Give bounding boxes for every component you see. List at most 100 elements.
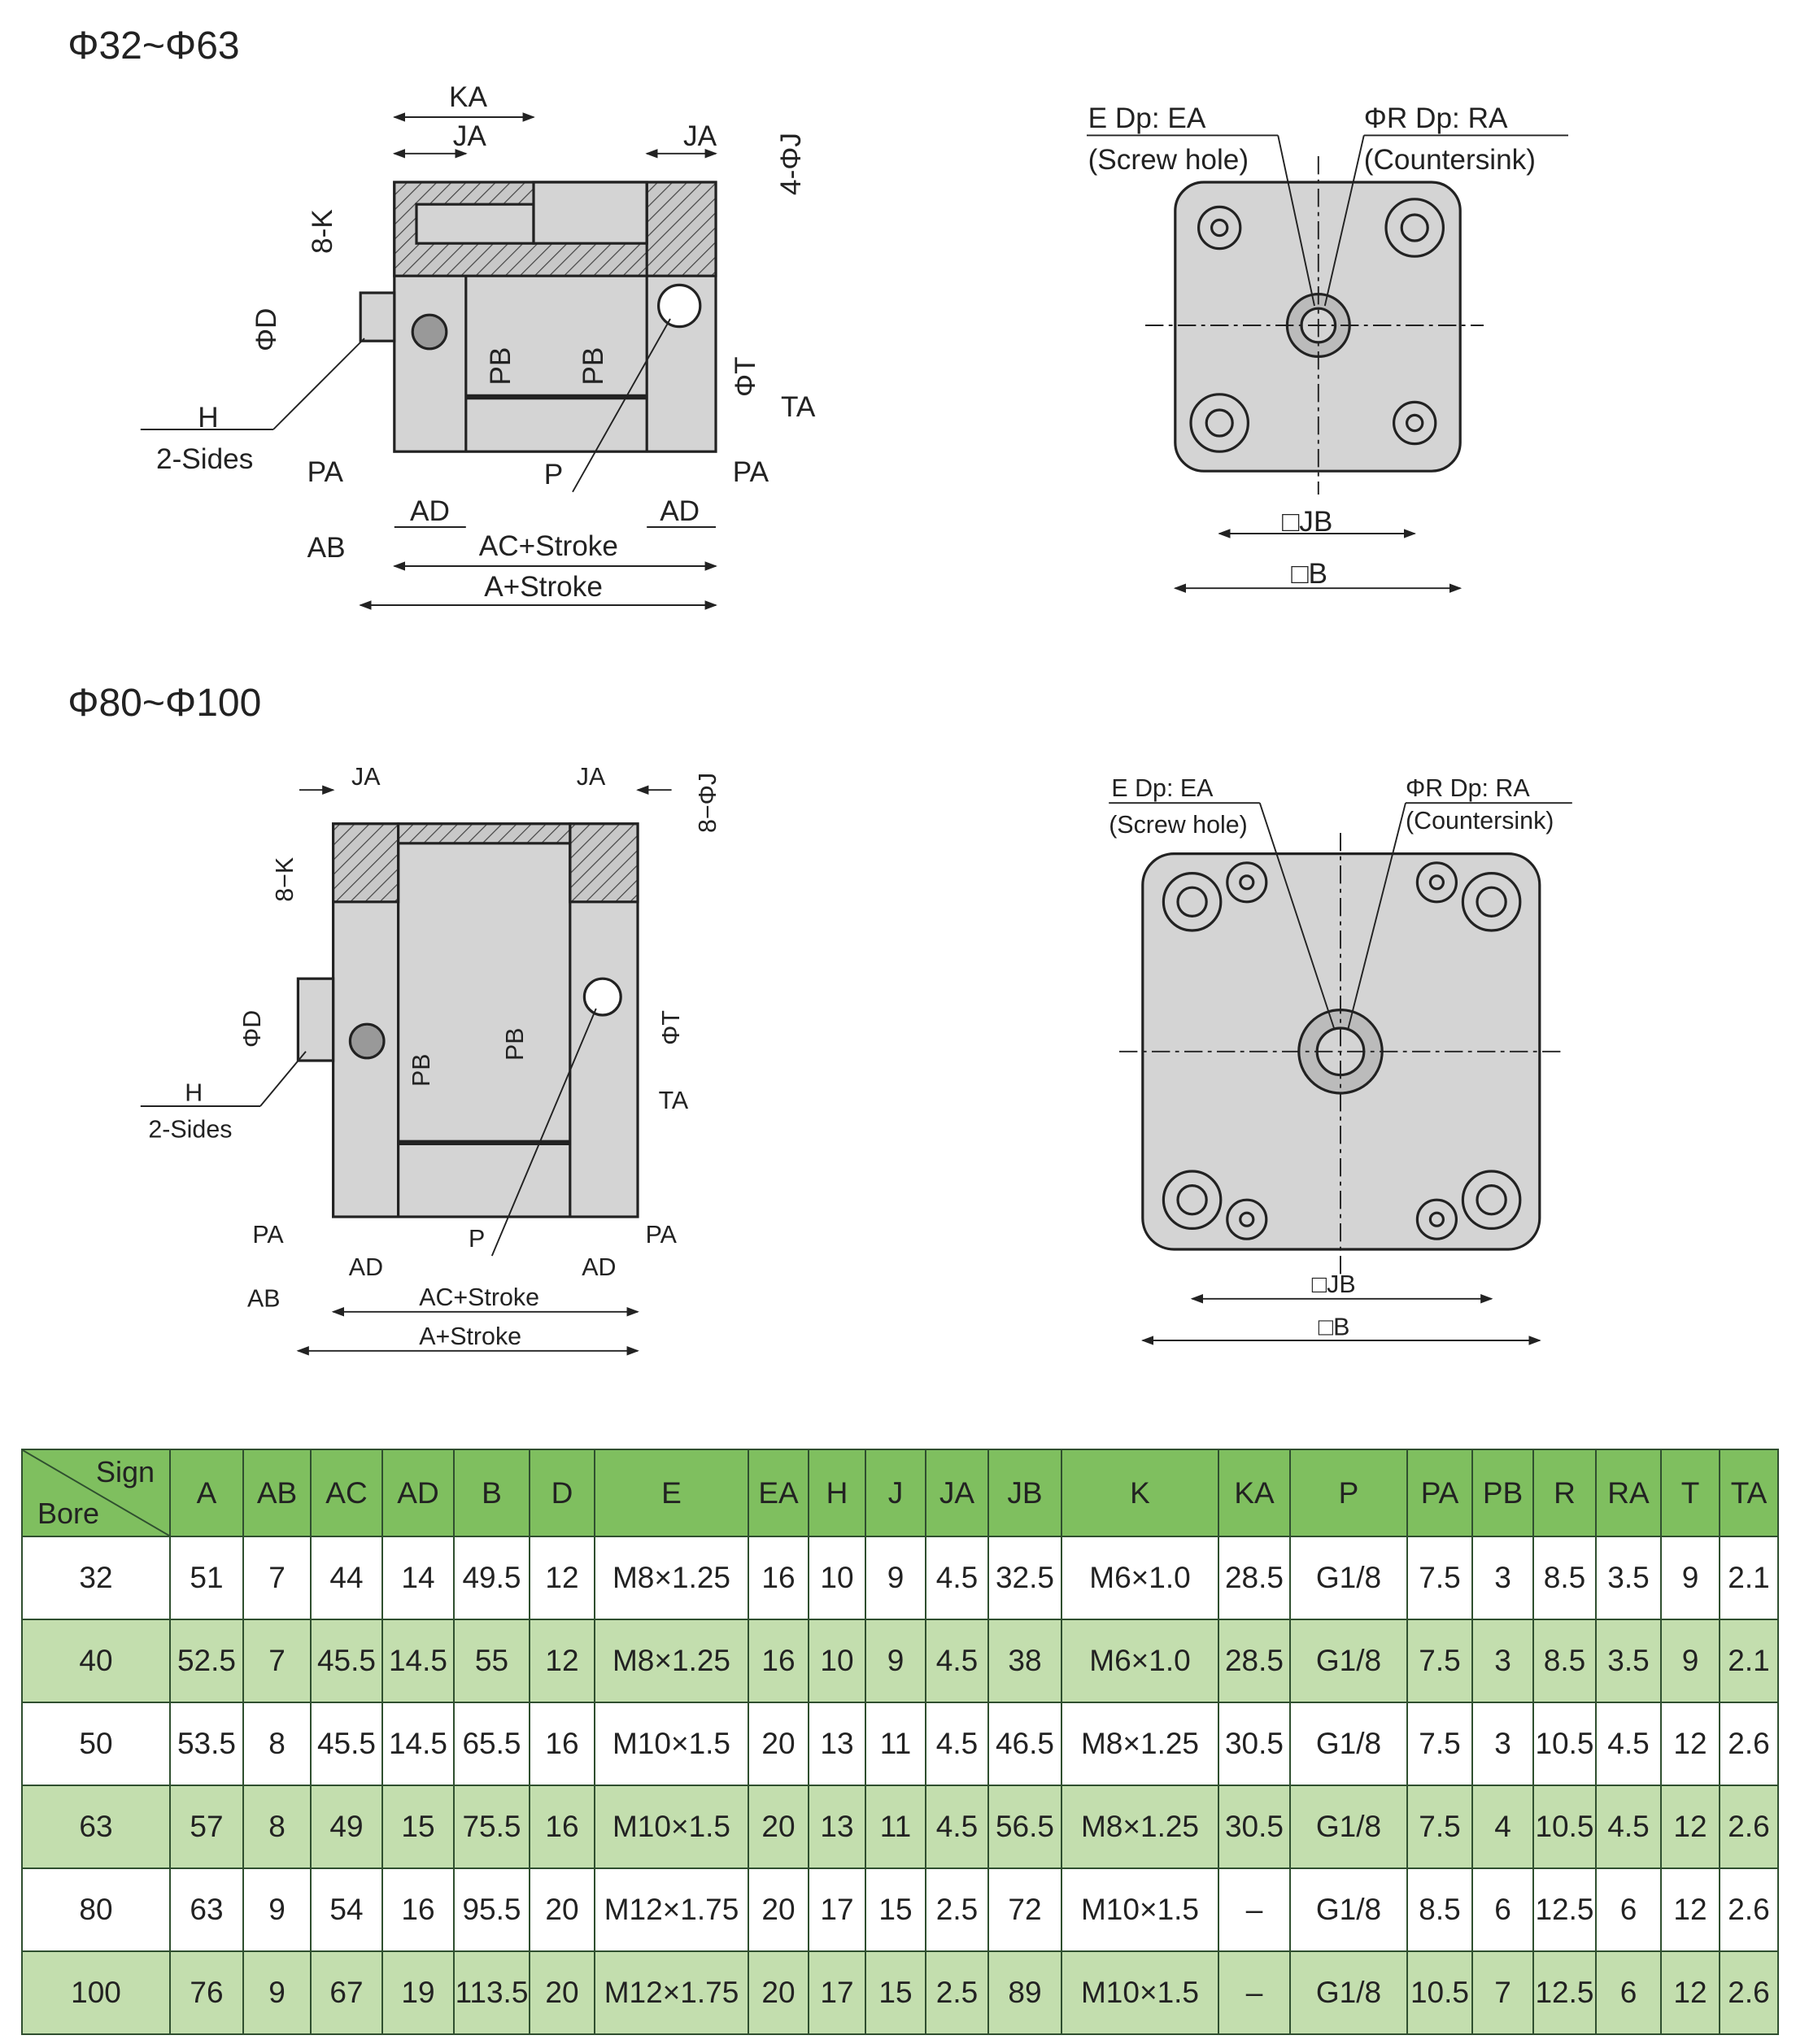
table-cell: 4.5 <box>1595 1702 1662 1786</box>
table-cell: 76 <box>169 1950 244 2035</box>
table-cell: 2.6 <box>1719 1785 1779 1869</box>
table-cell: 57 <box>169 1785 244 1869</box>
table-cell: 4.5 <box>925 1619 989 1703</box>
table-cell: 12 <box>1660 1950 1720 2035</box>
table-cell: 16 <box>529 1785 595 1869</box>
table-cell: 10 <box>808 1536 866 1620</box>
table-cell: 3.5 <box>1595 1536 1662 1620</box>
column-header-ta: TA <box>1719 1449 1779 1537</box>
table-cell: 17 <box>808 1867 866 1952</box>
table-cell: 14 <box>381 1536 455 1620</box>
table-cell: 19 <box>381 1950 455 2035</box>
table-cell: 28.5 <box>1218 1619 1291 1703</box>
table-cell: 20 <box>529 1867 595 1952</box>
label-PB: PB <box>578 347 609 386</box>
label-4-J: 4-ΦJ <box>775 133 807 195</box>
table-cell: M6×1.0 <box>1061 1536 1219 1620</box>
label-2-sides: 2-Sides <box>156 443 253 475</box>
label-B: □B <box>1291 558 1327 590</box>
label-TA: TA <box>781 391 816 423</box>
table-cell: 11 <box>865 1702 926 1786</box>
table-cell: 9 <box>1660 1536 1720 1620</box>
table-cell: 51 <box>169 1536 244 1620</box>
table-cell: 8.5 <box>1532 1536 1597 1620</box>
table-cell: 49.5 <box>453 1536 530 1620</box>
table-cell: 10.5 <box>1406 1950 1473 2035</box>
end-view-small <box>1087 134 1568 593</box>
table-cell: 6 <box>1471 1867 1534 1952</box>
table-cell: 2.5 <box>925 1867 989 1952</box>
table-cell: G1/8 <box>1289 1867 1408 1952</box>
table-cell: 4 <box>1471 1785 1534 1869</box>
table-cell: 4.5 <box>1595 1785 1662 1869</box>
table-cell: 7 <box>1471 1950 1534 2035</box>
label-screw-hole: (Screw hole) <box>1088 144 1249 176</box>
table-cell: 3 <box>1471 1619 1534 1703</box>
bore-cell: 40 <box>21 1619 171 1703</box>
table-cell: 4.5 <box>925 1702 989 1786</box>
table-cell: 28.5 <box>1218 1536 1291 1620</box>
table-cell: M10×1.5 <box>1061 1867 1219 1952</box>
label-JB: □JB <box>1312 1270 1356 1298</box>
label-R-depth: ΦR Dp: RA <box>1364 102 1508 134</box>
table-cell: 75.5 <box>453 1785 530 1869</box>
section-title-small: Φ32~Φ63 <box>68 24 239 68</box>
label-P: P <box>544 459 563 490</box>
table-cell: 7.5 <box>1406 1619 1473 1703</box>
end-view-large <box>1109 802 1572 1345</box>
table-cell: 6 <box>1595 1950 1662 2035</box>
table-cell: 38 <box>987 1619 1062 1703</box>
table-corner-cell: Sign Bore <box>21 1449 171 1537</box>
table-cell: M10×1.5 <box>594 1785 749 1869</box>
bore-cell: 63 <box>21 1785 171 1869</box>
table-cell: 7 <box>242 1536 312 1620</box>
table-cell: 113.5 <box>453 1950 530 2035</box>
label-AB: AB <box>247 1284 281 1312</box>
table-cell: 2.6 <box>1719 1950 1779 2035</box>
column-header-r: R <box>1532 1449 1597 1537</box>
table-cell: 6 <box>1595 1867 1662 1952</box>
column-header-ja: JA <box>925 1449 989 1537</box>
table-cell: M10×1.5 <box>1061 1950 1219 2035</box>
table-cell: 2.1 <box>1719 1536 1779 1620</box>
label-PB: PB <box>501 1027 529 1061</box>
table-cell: 12 <box>529 1536 595 1620</box>
table-cell: M12×1.75 <box>594 1867 749 1952</box>
table-cell: 12.5 <box>1532 1867 1597 1952</box>
table-cell: 20 <box>748 1702 809 1786</box>
label-PB: PB <box>485 347 517 386</box>
table-cell: 44 <box>310 1536 383 1620</box>
label-JA: JA <box>577 763 606 791</box>
table-cell: 45.5 <box>310 1702 383 1786</box>
table-cell: 95.5 <box>453 1867 530 1952</box>
technical-drawings: Φ32~Φ63 Φ80~Φ100 KA JA JA 4-ΦJ 8-K ΦD H … <box>68 24 1572 1356</box>
table-cell: G1/8 <box>1289 1536 1408 1620</box>
label-P: P <box>469 1225 485 1253</box>
label-KA: KA <box>449 81 487 113</box>
table-cell: G1/8 <box>1289 1619 1408 1703</box>
table-cell: 20 <box>748 1867 809 1952</box>
label-T: ΦT <box>657 1010 685 1045</box>
table-cell: 12 <box>1660 1785 1720 1869</box>
bore-cell: 80 <box>21 1867 171 1952</box>
label-PA: PA <box>733 456 769 488</box>
table-cell: 2.5 <box>925 1950 989 2035</box>
table-cell: M8×1.25 <box>594 1619 749 1703</box>
table-cell: 20 <box>748 1785 809 1869</box>
table-cell: 30.5 <box>1218 1702 1291 1786</box>
table-cell: 45.5 <box>310 1619 383 1703</box>
table-cell: 15 <box>865 1950 926 2035</box>
table-cell: 72 <box>987 1867 1062 1952</box>
table-cell: 14.5 <box>381 1702 455 1786</box>
table-cell: G1/8 <box>1289 1702 1408 1786</box>
table-cell: M10×1.5 <box>594 1702 749 1786</box>
column-header-h: H <box>808 1449 866 1537</box>
column-header-e: E <box>594 1449 749 1537</box>
table-cell: 89 <box>987 1950 1062 2035</box>
table-cell: – <box>1218 1867 1291 1952</box>
label-E-depth: E Dp: EA <box>1088 102 1206 134</box>
table-cell: 10.5 <box>1532 1785 1597 1869</box>
table-cell: 14.5 <box>381 1619 455 1703</box>
